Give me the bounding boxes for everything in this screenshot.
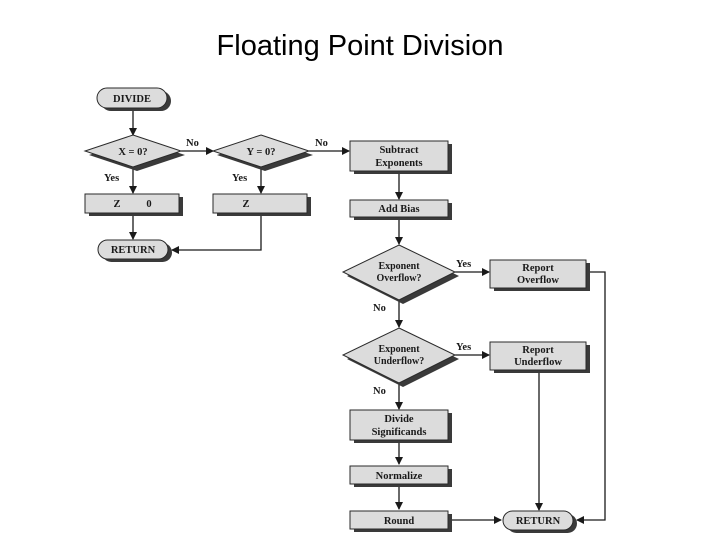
- node-report-overflow-line2: Overflow: [517, 275, 559, 286]
- node-y-zero-label: Y = 0?: [247, 147, 276, 158]
- node-underflow-label-line1: Exponent: [378, 344, 420, 355]
- node-subtract-label-line1: Subtract: [379, 145, 419, 156]
- node-normalize: Normalize: [349, 465, 452, 487]
- node-subtract-label-line2: Exponents: [375, 158, 422, 169]
- node-z-zero: Z 0: [84, 193, 183, 216]
- node-return-right: RETURN: [502, 510, 577, 533]
- node-exponent-underflow: Exponent Underflow?: [341, 327, 459, 387]
- node-report-underflow-line2: Underflow: [514, 357, 562, 368]
- edge-label-underflow-yes: Yes: [456, 342, 471, 353]
- edge-label-y-no: No: [315, 138, 328, 149]
- node-overflow-label-line1: Exponent: [378, 261, 420, 272]
- slide-title: Floating Point Division: [216, 30, 504, 62]
- node-return-left: RETURN: [97, 239, 172, 262]
- node-subtract-exponents: Subtract Exponents: [349, 140, 452, 174]
- node-x-zero-label: X = 0?: [118, 147, 147, 158]
- node-divide-sig-line1: Divide: [384, 414, 414, 425]
- node-z-zero-label-z: Z: [113, 199, 120, 210]
- node-report-overflow: Report Overflow: [489, 259, 590, 291]
- edge-label-overflow-yes: Yes: [456, 259, 471, 270]
- node-exponent-overflow: Exponent Overflow?: [341, 244, 459, 304]
- node-round: Round: [349, 510, 452, 532]
- edge-label-x-no: No: [186, 138, 199, 149]
- edge-label-y-yes: Yes: [232, 173, 247, 184]
- node-divide-label: DIVIDE: [113, 94, 151, 105]
- node-add-bias-label: Add Bias: [378, 204, 419, 215]
- node-return-right-label: RETURN: [516, 516, 561, 527]
- node-x-zero: X = 0?: [83, 134, 185, 171]
- node-overflow-label-line2: Overflow?: [377, 273, 422, 284]
- node-divide-significands: Divide Significands: [349, 409, 452, 443]
- node-report-underflow: Report Underflow: [489, 341, 590, 373]
- node-z-inf: Z: [212, 193, 311, 216]
- edge-label-underflow-no: No: [373, 386, 386, 397]
- node-z-inf-label: Z: [242, 199, 249, 210]
- node-add-bias: Add Bias: [349, 199, 452, 220]
- node-report-overflow-line1: Report: [522, 263, 554, 274]
- arrow-overflow-report-to-return: [576, 271, 606, 524]
- arrow-z-inf-to-return: [171, 214, 262, 254]
- node-return-left-label: RETURN: [111, 245, 156, 256]
- connectors: [129, 109, 606, 524]
- edge-label-overflow-no: No: [373, 303, 386, 314]
- node-divide: DIVIDE: [96, 87, 171, 111]
- node-z-zero-label-value: 0: [146, 199, 151, 210]
- node-divide-sig-line2: Significands: [372, 427, 427, 438]
- node-report-underflow-line1: Report: [522, 345, 554, 356]
- node-y-zero: Y = 0?: [211, 134, 313, 171]
- node-normalize-label: Normalize: [376, 471, 423, 482]
- node-underflow-label-line2: Underflow?: [374, 356, 425, 367]
- edge-label-x-yes: Yes: [104, 173, 119, 184]
- node-round-label: Round: [384, 516, 415, 527]
